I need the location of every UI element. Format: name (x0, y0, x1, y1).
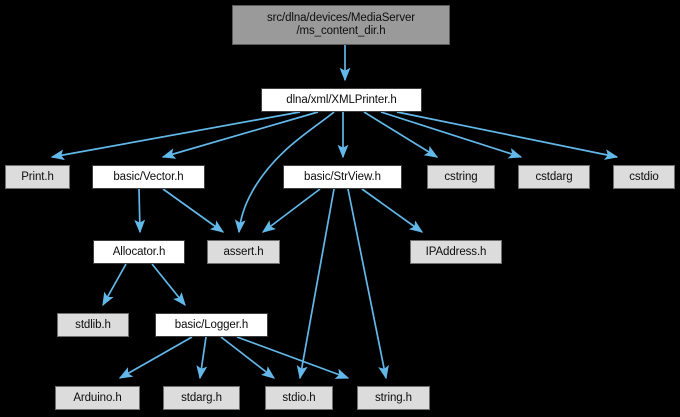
graph-edge-xmlprinter-to-cstring (363, 111, 439, 158)
graph-node-label-xmlprinter: dlna/xml/XMLPrinter.h (286, 93, 397, 106)
graph-edge-vector-to-allocator (134, 188, 146, 234)
graph-node-label-arduino: Arduino.h (73, 391, 122, 404)
graph-node-label-stdlib: stdlib.h (75, 318, 111, 331)
graph-node-root[interactable]: src/dlna/devices/MediaServer /ms_content… (232, 5, 450, 45)
graph-edge-vector-to-assert (162, 188, 225, 233)
graph-node-cstdarg[interactable]: cstdarg (518, 165, 590, 189)
graph-node-stdlib[interactable]: stdlib.h (57, 313, 129, 337)
graph-node-allocator[interactable]: Allocator.h (93, 240, 185, 264)
graph-node-cstdio[interactable]: cstdio (613, 165, 675, 189)
graph-node-arduino[interactable]: Arduino.h (55, 386, 140, 410)
graph-node-stdio[interactable]: stdio.h (265, 386, 333, 410)
graph-node-ipaddress[interactable]: IPAddress.h (410, 240, 502, 264)
graph-node-label-print: Print.h (21, 170, 54, 183)
graph-node-label-root: src/dlna/devices/MediaServer /ms_content… (266, 12, 416, 37)
graph-edge-allocator-to-logger (151, 263, 186, 307)
graph-edge-xmlprinter-to-print (50, 111, 301, 161)
graph-edge-xmlprinter-to-assert (234, 111, 335, 234)
edges-group (50, 45, 619, 380)
graph-edge-logger-to-string (236, 336, 350, 379)
graph-node-vector[interactable]: basic/Vector.h (92, 165, 205, 189)
graph-node-label-vector: basic/Vector.h (113, 170, 184, 183)
graph-edge-strview-to-ipaddress (361, 188, 424, 233)
graph-edge-xmlprinter-to-cstdarg (380, 111, 523, 159)
graph-node-label-allocator: Allocator.h (112, 245, 166, 258)
graph-edge-strview-to-assert (261, 188, 321, 233)
graph-node-label-cstdarg: cstdarg (535, 170, 573, 183)
graph-node-label-strview: basic/StrView.h (304, 170, 381, 183)
graph-edge-xmlprinter-to-vector (161, 111, 319, 159)
graph-edge-logger-to-stdio (220, 336, 276, 379)
graph-edge-xmlprinter-to-cstdio (396, 111, 619, 160)
graph-node-label-cstring: cstring (444, 170, 478, 183)
graph-edge-logger-to-arduino (118, 336, 193, 379)
graph-node-print[interactable]: Print.h (5, 165, 70, 189)
graph-node-string[interactable]: string.h (357, 386, 430, 410)
graph-edge-strview-to-stdio (296, 188, 335, 380)
graph-node-label-assert: assert.h (223, 245, 264, 258)
graph-node-cstring[interactable]: cstring (427, 165, 495, 189)
graph-node-xmlprinter[interactable]: dlna/xml/XMLPrinter.h (261, 88, 422, 112)
graph-node-assert[interactable]: assert.h (207, 240, 280, 264)
graph-node-label-ipaddress: IPAddress.h (425, 245, 487, 258)
graph-edge-strview-to-string (347, 188, 389, 380)
graph-node-label-string: string.h (375, 391, 412, 404)
graph-node-strview[interactable]: basic/StrView.h (283, 165, 402, 189)
graph-node-label-stdio: stdio.h (282, 391, 316, 404)
graph-edge-allocator-to-stdlib (102, 263, 127, 307)
graph-node-label-stdarg: stdarg.h (181, 391, 222, 404)
graph-node-label-logger: basic/Logger.h (174, 318, 249, 331)
graph-node-logger[interactable]: basic/Logger.h (155, 313, 268, 337)
graph-node-label-cstdio: cstdio (629, 170, 659, 183)
graph-edge-logger-to-stdarg (196, 336, 208, 380)
graph-node-stdarg[interactable]: stdarg.h (163, 386, 240, 410)
